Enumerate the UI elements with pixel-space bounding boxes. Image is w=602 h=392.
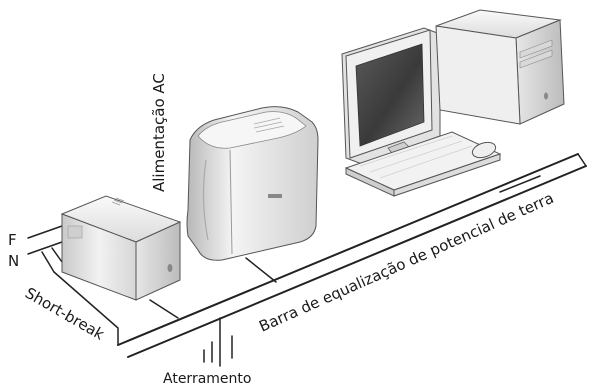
drive-bay-icon [519, 39, 553, 59]
grounding-label: Aterramento [163, 371, 251, 387]
ups-box [60, 195, 182, 301]
phase-label: F [8, 231, 17, 249]
keyboard [344, 131, 502, 197]
ground-electrode [203, 317, 233, 367]
tower-power-icon [544, 92, 548, 100]
neutral-label: N [8, 252, 19, 270]
ground-wires [149, 175, 541, 319]
concentrator-slot-icon [268, 194, 282, 198]
mouse [471, 141, 497, 159]
ups-led-icon [167, 264, 173, 272]
desktop-tower [435, 9, 565, 125]
ac-supply-label: Alimentação AC [150, 73, 168, 192]
monitor-screen [355, 43, 425, 147]
short-break-label: Short-break [22, 284, 108, 344]
desktop-monitor [341, 27, 441, 171]
oxygen-concentrator [186, 106, 319, 261]
equalization-bar [117, 153, 587, 358]
supply-lines [27, 225, 119, 346]
